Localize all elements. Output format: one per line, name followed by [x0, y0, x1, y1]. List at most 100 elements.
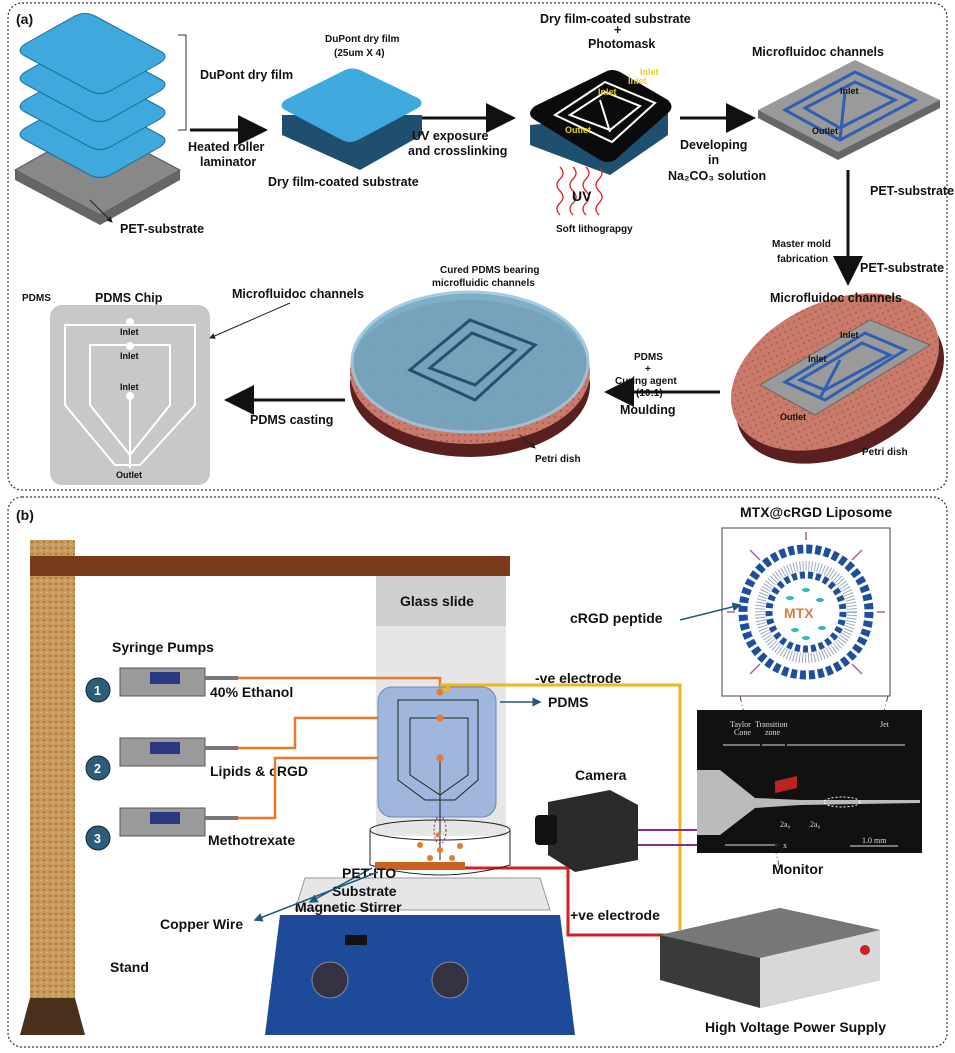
- pdms-mix-4: (10:1): [636, 388, 663, 399]
- cured-pdms-1: Cured PDMS bearing: [440, 265, 539, 276]
- outlet-label: Outlet: [116, 470, 142, 480]
- glass-slide-label: Glass slide: [400, 593, 474, 609]
- photomask-label-2: +: [614, 23, 621, 37]
- pdms-label: PDMS: [22, 293, 51, 304]
- jet-label: Jet: [880, 720, 890, 729]
- pet-substrate-label-1: PET-substrate: [120, 222, 204, 236]
- neg-electrode-wire: [440, 683, 682, 930]
- panel-a: (a) DuPont dry film PET-substrate Heated…: [7, 2, 954, 491]
- a0-label-1: 2a₀: [780, 820, 791, 829]
- a0-label-2: 2a₀: [810, 820, 821, 829]
- uv-step-1: UV exposure: [412, 129, 488, 143]
- stand-label: Stand: [110, 959, 149, 975]
- developing-1: Developing: [680, 138, 747, 152]
- liposome: [721, 527, 891, 697]
- laminator-label-2: laminator: [200, 155, 256, 169]
- channels-label-2: Microfluidoc channels: [770, 291, 902, 305]
- developing-3: Na₂CO₃ solution: [668, 169, 766, 183]
- syringe-pump-1[interactable]: [85, 667, 238, 703]
- cured-pdms-2: microfluidic channels: [432, 278, 535, 289]
- coated-label: Dry film-coated substrate: [268, 175, 419, 189]
- pump-number-2: 2: [94, 762, 101, 776]
- pet-substrate-label-2: PET-substrate: [870, 184, 954, 198]
- monitor-screen: [697, 710, 922, 853]
- stack-label: DuPont dry film: [200, 68, 293, 82]
- transition-label-2: zone: [765, 728, 781, 737]
- panel-b: (b) Stand Glass slide MTX@cRGD Liposome …: [7, 496, 948, 1048]
- inlet-label: Inlet: [120, 351, 139, 361]
- inlet-label: Inlet: [808, 354, 827, 364]
- lipids-label: Lipids & cRGD: [210, 763, 308, 779]
- channels-label-3: Microfluidoc channels: [232, 287, 364, 301]
- dry-film-stack: [13, 13, 187, 225]
- uv-label: UV: [572, 188, 592, 204]
- pdms-label: PDMS: [548, 694, 588, 710]
- syringe-pump-2[interactable]: [85, 737, 238, 781]
- outlet-label: Outlet: [812, 126, 838, 136]
- moulding-label: Moulding: [620, 403, 676, 417]
- coated-substrate: [281, 68, 422, 170]
- magnetic-stirrer[interactable]: [265, 877, 575, 1035]
- photomask-label-1: Dry film-coated substrate: [540, 12, 691, 26]
- panel-b-label: (b): [16, 507, 34, 523]
- pet-ito-label-2: Substrate: [332, 883, 397, 899]
- magnetic-stirrer-label: Magnetic Stirrer: [295, 899, 402, 915]
- inlet-label: Inlet: [120, 327, 139, 337]
- pump-number-1: 1: [94, 684, 101, 698]
- developed-substrate: [758, 60, 940, 160]
- power-supply[interactable]: [660, 775, 880, 1008]
- master-mold-2: fabrication: [777, 254, 828, 265]
- monitor-label: Monitor: [772, 861, 824, 877]
- mtx-label: MTX: [784, 605, 814, 621]
- pdms-mix-1: PDMS: [634, 352, 663, 363]
- developing-2: in: [708, 153, 719, 167]
- inlet-label: Inlet: [640, 67, 659, 77]
- pos-electrode-label: +ve electrode: [570, 907, 660, 923]
- x-axis-label: x: [783, 841, 787, 850]
- copper-wire-pointer: [253, 871, 379, 922]
- collection-dish: [369, 815, 511, 876]
- inlet-label: Inlet: [120, 382, 139, 392]
- inlet-label: Inlet: [598, 87, 617, 97]
- master-mold-petri: [731, 293, 944, 464]
- syringe-pumps-label: Syringe Pumps: [112, 639, 214, 655]
- inlet-label: Inlet: [840, 330, 859, 340]
- petri-dish-label-2: Petri dish: [535, 454, 581, 465]
- methotrexate-label: Methotrexate: [208, 832, 295, 848]
- soft-litho-label: Soft lithograpgy: [556, 224, 633, 235]
- inlet-label: Inlet: [628, 76, 647, 86]
- pos-electrode-wire: [460, 866, 665, 937]
- pdms-chip: [50, 305, 210, 485]
- camera[interactable]: [535, 790, 700, 872]
- crgd-label: cRGD peptide: [570, 610, 663, 626]
- pet-substrate-label-3: PET-substrate: [860, 261, 944, 275]
- crgd-pointer: [679, 602, 742, 621]
- panel-a-border: [7, 2, 948, 491]
- uv-waves-icon: [556, 166, 603, 216]
- photomask-substrate: [530, 70, 672, 175]
- taylor-label-2: Cone: [734, 728, 751, 737]
- petri-dish-label: Petri dish: [862, 447, 908, 458]
- pdms-device: [377, 686, 497, 860]
- uv-step-2: and crosslinking: [408, 144, 507, 158]
- taylor-label-1: Taylor: [730, 720, 751, 729]
- glass-slide-top: [376, 576, 506, 626]
- channels-pointer: [209, 302, 291, 339]
- transition-label-1: Transition: [755, 720, 788, 729]
- neg-electrode-wire-end: [440, 683, 450, 692]
- pump-number-3: 3: [94, 832, 101, 846]
- pdms-casting-label: PDMS casting: [250, 413, 333, 427]
- pet-pointer: [89, 199, 113, 223]
- cured-pdms-petri: [350, 290, 590, 457]
- syringe-pump-3[interactable]: [85, 807, 238, 851]
- neg-electrode-label: -ve electrode: [535, 670, 622, 686]
- outlet-label: Outlet: [565, 125, 591, 135]
- channels-label: Microfluidoc channels: [752, 45, 884, 59]
- stand: [20, 540, 510, 1035]
- pdms-mix-3: Curing agent: [615, 376, 677, 387]
- petri-pointer: [519, 434, 536, 449]
- pet-ito-substrate: [375, 862, 465, 870]
- master-mold-1: Master mold: [772, 239, 831, 250]
- camera-label: Camera: [575, 767, 627, 783]
